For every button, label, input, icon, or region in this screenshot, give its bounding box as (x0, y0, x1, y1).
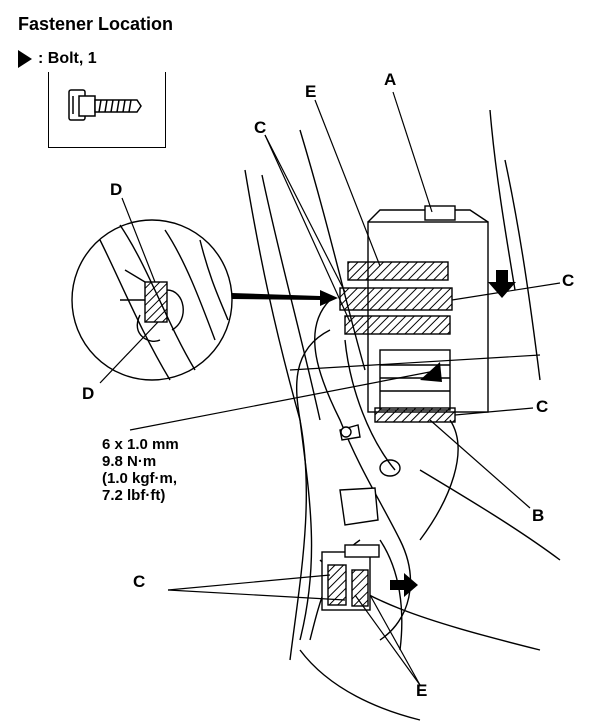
fastener-legend: : Bolt, 1 (18, 50, 97, 68)
bolt-marker-icon (18, 50, 32, 68)
callout-a: A (384, 70, 397, 89)
spec-torque-kgfm: (1.0 kgf·m, (102, 470, 178, 487)
connector-b (374, 407, 456, 423)
push-down-arrow (488, 270, 516, 298)
callout-b: B (532, 506, 545, 525)
spec-torque-nm: 9.8 N·m (102, 453, 157, 470)
callout-c-right-lower: C (536, 397, 549, 416)
callout-e-top: E (305, 82, 317, 101)
connector-c-upper (339, 287, 453, 311)
connector-c-lower (344, 315, 451, 335)
callout-c-left-bottom: C (133, 572, 146, 591)
spec-size: 6 x 1.0 mm (102, 436, 179, 453)
bolt-icon (68, 89, 142, 121)
callout-d-lower: D (82, 384, 95, 403)
spec-torque-lbfft: 7.2 lbf·ft) (102, 487, 166, 504)
bolt-illustration-box (48, 72, 166, 148)
connector-e (347, 261, 449, 281)
callout-c-right-upper: C (562, 271, 575, 290)
inset-connector (144, 281, 168, 323)
pull-out-arrow (390, 573, 418, 597)
callout-d-upper: D (110, 180, 123, 199)
torque-spec: 6 x 1.0 mm 9.8 N·m (1.0 kgf·m, 7.2 lbf·f… (102, 436, 179, 504)
diagram-title: Fastener Location (18, 14, 174, 34)
inset-pointer-arrow (232, 290, 338, 306)
legend-label: : Bolt, 1 (38, 50, 97, 67)
grommet (379, 459, 401, 477)
callout-e-bottom: E (416, 681, 428, 700)
body-panel-line (244, 169, 308, 661)
callout-c-top: C (254, 118, 267, 137)
